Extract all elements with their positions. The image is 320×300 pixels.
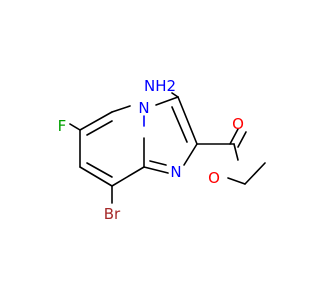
bond-c8-c8a: [111, 166, 145, 187]
bond-n4-c3: [155, 96, 179, 106]
bond-ccarbonyl-o-double-2: [237, 131, 247, 148]
bond-ccarbonyl-oester: [233, 143, 239, 161]
bond-c5-c6-inner: [86, 120, 113, 136]
bond-ccarbonyl-o-double-1: [229, 128, 239, 145]
bond-c7-c8-inner: [86, 162, 113, 178]
bond-c6-f: [69, 123, 81, 131]
bond-ch2-ch3: [244, 162, 266, 185]
structure-canvas: NH2 N N O O F Br: [58, 77, 266, 223]
pyridine-ring-bonds: [79, 105, 145, 187]
imidazole-ring-bonds: [143, 96, 198, 174]
bond-c5-n4: [111, 105, 131, 113]
atom-label-n-bridge: N: [138, 99, 149, 117]
bond-n1-c8a-inner: [149, 160, 167, 166]
bond-c3-c2-inner: [171, 106, 188, 143]
atom-label-f: F: [58, 117, 67, 135]
molecule-diagram: NH2 N N O O F Br: [58, 77, 266, 223]
substituent-bonds: [69, 92, 266, 204]
bond-c2-n1: [183, 143, 198, 166]
atom-label-br: Br: [104, 205, 121, 223]
bond-c5-c6: [79, 111, 113, 131]
bond-c7-c8: [79, 166, 113, 187]
atom-labels: NH2 N N O O F Br: [58, 77, 244, 223]
atom-label-nh2: NH2: [144, 77, 176, 95]
atom-label-o-carbonyl: O: [232, 115, 244, 133]
bond-c3-c2: [177, 96, 198, 145]
bond-oester-ch2: [227, 177, 246, 185]
atom-label-o-ester: O: [208, 169, 220, 187]
atom-label-n-ring: N: [170, 163, 181, 181]
bond-c3-nh2: [171, 92, 179, 98]
bond-n1-c8a: [143, 166, 169, 174]
